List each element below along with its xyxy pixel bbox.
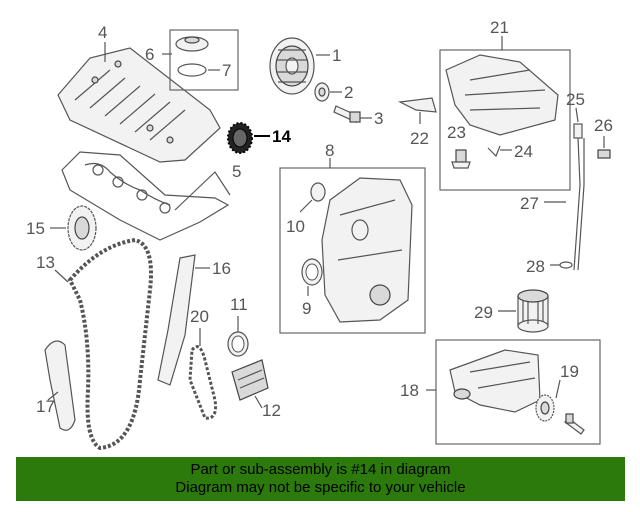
callout-3: 3 (374, 109, 383, 128)
drain-plug-part[interactable] (451, 149, 471, 169)
callout-21: 21 (490, 18, 509, 37)
cover-seal-part[interactable] (310, 182, 326, 202)
callout-6: 6 (145, 45, 154, 64)
timing-cover-box (279, 167, 426, 334)
callout-1: 1 (332, 46, 341, 65)
callout-25: 25 (566, 90, 585, 109)
oil-filler-cap-part[interactable] (175, 36, 209, 77)
cover-gasket-part[interactable] (301, 258, 323, 286)
o-ring-part[interactable] (559, 261, 573, 269)
banner-line-2: Diagram may not be specific to your vehi… (175, 479, 466, 496)
cam-gear-part[interactable] (67, 205, 97, 251)
info-banner: Part or sub-assembly is #14 in diagram D… (16, 457, 625, 501)
callout-14: 14 (272, 127, 291, 146)
callout-12: 12 (262, 401, 281, 420)
front-seal-part[interactable] (227, 331, 249, 357)
callout-11: 11 (230, 295, 248, 314)
callout-22: 22 (410, 129, 429, 148)
chain-tensioner-part[interactable] (231, 359, 269, 401)
callout-29: 29 (474, 303, 493, 322)
callout-19: 19 (560, 362, 579, 381)
callout-4: 4 (98, 23, 107, 42)
valve-cover-part[interactable] (57, 47, 221, 163)
callout-24: 24 (514, 142, 533, 161)
oil-pan-clip-part[interactable] (487, 145, 501, 158)
camshaft-sprocket-part[interactable] (227, 122, 253, 154)
valve-cover-gasket-part[interactable] (61, 151, 230, 241)
timing-cover-part[interactable] (321, 177, 413, 323)
oil-pan-box (439, 49, 571, 191)
crankshaft-seal-part[interactable] (314, 82, 330, 102)
chain-guide-part[interactable] (157, 254, 196, 386)
timing-chain-part[interactable] (67, 237, 153, 451)
callout-13: 13 (36, 253, 55, 272)
sensor-part[interactable] (597, 149, 611, 159)
callout-5: 5 (232, 162, 241, 181)
parts-diagram: 4 5 6 7 1 2 3 14 (26, 18, 613, 451)
callout-18: 18 (400, 381, 419, 400)
callout-17: 17 (36, 397, 55, 416)
banner-line-1: Part or sub-assembly is #14 in diagram (190, 461, 451, 478)
callout-7: 7 (222, 61, 231, 80)
crankshaft-pulley-part[interactable] (269, 37, 315, 95)
tensioner-arm-part[interactable] (44, 340, 76, 431)
callout-15: 15 (26, 219, 45, 238)
callout-2: 2 (344, 83, 353, 102)
callout-8: 8 (325, 141, 334, 160)
callout-27: 27 (520, 194, 539, 213)
oil-filter-part[interactable] (517, 289, 549, 333)
callout-23: 23 (447, 123, 466, 142)
callout-10: 10 (286, 217, 305, 236)
oil-pan-part[interactable] (445, 54, 559, 136)
oil-cap-box (169, 29, 239, 91)
bracket-part[interactable] (397, 97, 437, 113)
callout-16: 16 (212, 259, 231, 278)
oil-pump-chain-part[interactable] (188, 345, 217, 420)
oil-pump-box (435, 339, 601, 445)
oil-pump-sprocket-part[interactable] (535, 394, 555, 422)
oil-pump-part[interactable] (449, 349, 541, 413)
dipstick-part[interactable] (573, 123, 585, 271)
callout-26: 26 (594, 116, 613, 135)
callout-9: 9 (302, 299, 311, 318)
callout-28: 28 (526, 257, 545, 276)
callout-20: 20 (190, 307, 209, 326)
pulley-bolt-part[interactable] (333, 105, 361, 123)
sprocket-bolt-part[interactable] (564, 413, 585, 435)
